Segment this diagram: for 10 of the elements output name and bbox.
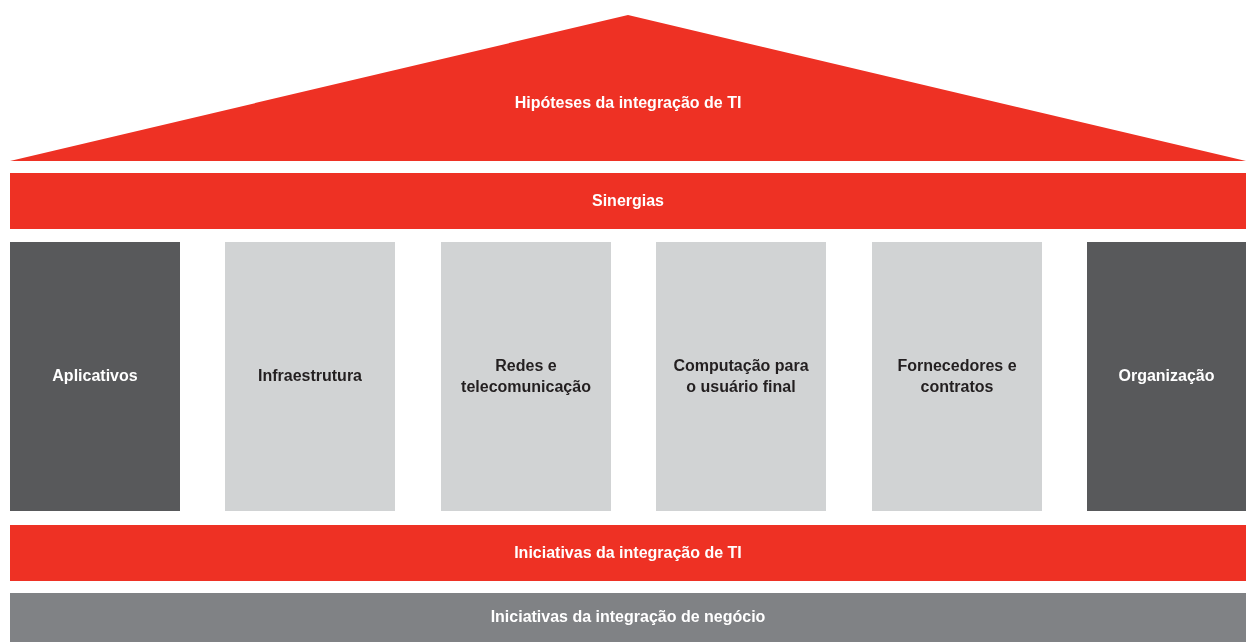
- pillar: Infraestrutura: [225, 242, 395, 511]
- foundation-band: Iniciativas da integração de TI: [10, 525, 1246, 581]
- pillar: Computação para o usuário final: [656, 242, 826, 511]
- pillar: Redes e telecomunicação: [441, 242, 611, 511]
- roof-triangle: Hipóteses da integração de TI: [10, 15, 1246, 161]
- pillar: Fornecedores e contratos: [872, 242, 1042, 511]
- base-band: Iniciativas da integração de negócio: [10, 593, 1246, 642]
- pillar: Organização: [1087, 242, 1246, 511]
- pillar: Aplicativos: [10, 242, 180, 511]
- synergy-band: Sinergias: [10, 173, 1246, 229]
